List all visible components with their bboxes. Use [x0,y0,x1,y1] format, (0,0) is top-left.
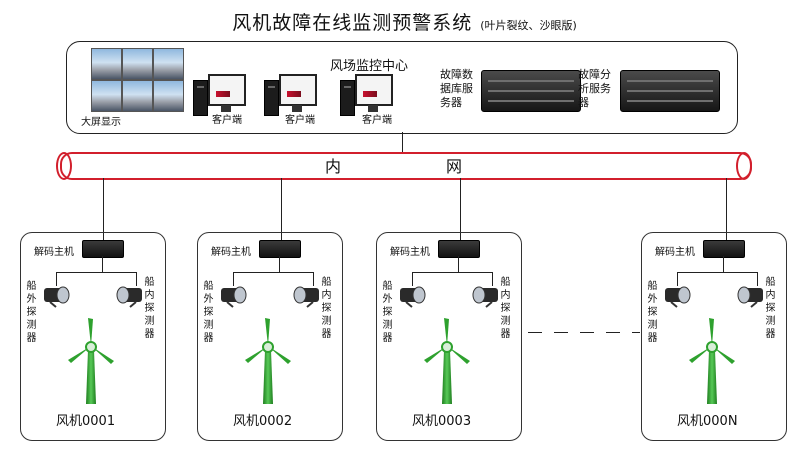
outer-detector-label: 船外探测器 [26,281,37,344]
outer-detector-icon [400,286,426,308]
outer-link [56,272,57,286]
inner-detector-label: 船内探测器 [321,277,332,340]
decoder-label: 解码主机 [211,247,251,258]
decoder-branch [677,272,757,273]
network-drop-3 [460,178,461,240]
inner-detector-icon [737,286,763,308]
client-label-1: 客户端 [212,115,242,126]
center-network-link [402,132,403,154]
turbine-unit-3 [376,232,522,441]
decoder-branch [233,272,313,273]
network-drop-1 [103,178,104,240]
client-label-2: 客户端 [285,115,315,126]
diagram-title: 风机故障在线监测预警系统 (叶片裂纹、沙眼版) [0,8,809,35]
video-wall-label: 大屏显示 [81,117,121,128]
client-computer-icon [193,74,246,120]
decoder-icon [259,240,301,258]
db-server-icon [481,70,581,112]
decoder-icon [703,240,745,258]
title-text: 风机故障在线监测预警系统 [232,12,473,34]
decoder-stem [279,256,280,272]
outer-link [412,272,413,286]
outer-detector-icon [44,286,70,308]
inner-detector-label: 船内探测器 [500,277,511,340]
inner-detector-label: 船内探测器 [144,277,155,340]
decoder-stem [458,256,459,272]
turbine-name: 风机000N [677,414,738,429]
outer-detector-label: 船外探测器 [382,281,393,344]
client-computer-icon [340,74,393,120]
inner-detector-icon [472,286,498,308]
client-computer-icon [264,74,317,120]
outer-detector-icon [665,286,691,308]
intranet-pipe [60,152,752,180]
outer-detector-icon [221,286,247,308]
turbine-unit-1 [20,232,166,441]
monitoring-center-label: 风场监控中心 [330,59,409,74]
outer-detector-label: 船外探测器 [203,281,214,344]
network-drop-4 [726,178,727,240]
video-wall-icon [91,48,184,112]
inner-link [136,272,137,286]
pipe-left-cap [56,152,72,180]
decoder-label: 解码主机 [655,247,695,258]
decoder-branch [56,272,136,273]
wind-turbine-icon [689,318,735,404]
more-units-dashes [528,332,640,333]
pipe-right-cap [736,152,752,180]
inner-detector-label: 船内探测器 [765,277,776,340]
decoder-label: 解码主机 [34,247,74,258]
decoder-icon [82,240,124,258]
decoder-stem [102,256,103,272]
client-label-3: 客户端 [362,115,392,126]
network-label-2: 网 [446,157,463,176]
inner-detector-icon [116,286,142,308]
turbine-name: 风机0002 [233,414,293,429]
wind-turbine-icon [245,318,291,404]
outer-detector-label: 船外探测器 [647,281,658,344]
analysis-server-label: 故障分析服务器 [578,68,611,109]
turbine-unit-4 [641,232,787,441]
wind-turbine-icon [424,318,470,404]
analysis-server-icon [620,70,720,112]
decoder-stem [723,256,724,272]
inner-detector-icon [293,286,319,308]
decoder-icon [438,240,480,258]
turbine-name: 风机0001 [56,414,116,429]
network-drop-2 [281,178,282,240]
turbine-unit-2 [197,232,343,441]
wind-turbine-icon [68,318,114,404]
subtitle-text: (叶片裂纹、沙眼版) [480,19,577,32]
decoder-branch [412,272,492,273]
inner-link [313,272,314,286]
network-label-1: 内 [325,157,342,176]
inner-link [757,272,758,286]
turbine-name: 风机0003 [412,414,472,429]
decoder-label: 解码主机 [390,247,430,258]
outer-link [677,272,678,286]
inner-link [492,272,493,286]
db-server-label: 故障数据库服务器 [440,68,473,109]
outer-link [233,272,234,286]
